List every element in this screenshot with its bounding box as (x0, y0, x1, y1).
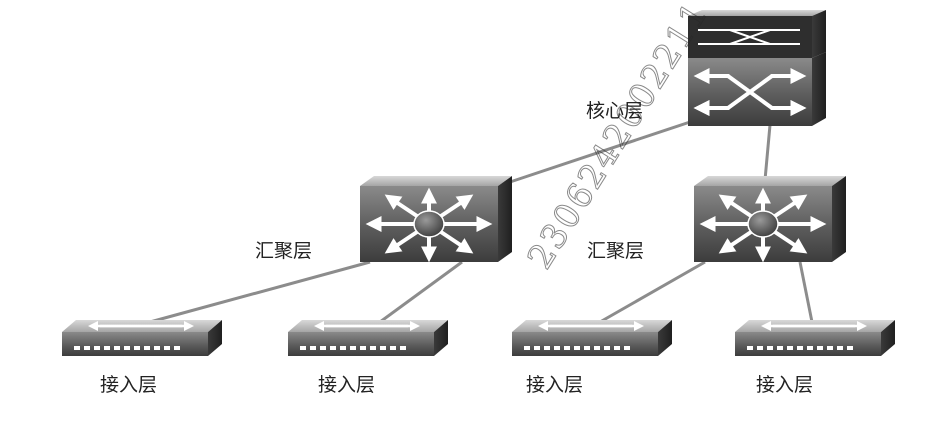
access-layer-3-label: 接入层 (526, 374, 584, 396)
link-agg-left-access-1 (149, 260, 371, 324)
aggregation-layer-right-label: 汇聚层 (587, 240, 645, 262)
core-switch-icon (688, 10, 826, 126)
access-layer-2-label: 接入层 (318, 374, 376, 396)
access-switch-4-icon (735, 320, 895, 356)
link-agg-left-access-2 (379, 260, 463, 324)
aggregation-switch-right-icon (694, 176, 846, 263)
link-core-agg-right (763, 124, 772, 181)
access-switch-3-icon (512, 320, 672, 356)
link-agg-right-access-3 (599, 260, 706, 324)
link-core-agg-left (509, 120, 691, 184)
aggregation-layer-left-label: 汇聚层 (255, 240, 313, 262)
aggregation-switch-left-icon (360, 176, 512, 263)
link-agg-right-access-4 (798, 261, 814, 323)
access-switch-1-icon (62, 320, 222, 356)
access-switch-2-icon (288, 320, 448, 356)
access-switches (62, 320, 895, 356)
access-layer-4-label: 接入层 (756, 374, 814, 396)
core-layer-label: 核心层 (586, 100, 644, 122)
access-layer-1-label: 接入层 (100, 374, 158, 396)
links (149, 120, 814, 324)
